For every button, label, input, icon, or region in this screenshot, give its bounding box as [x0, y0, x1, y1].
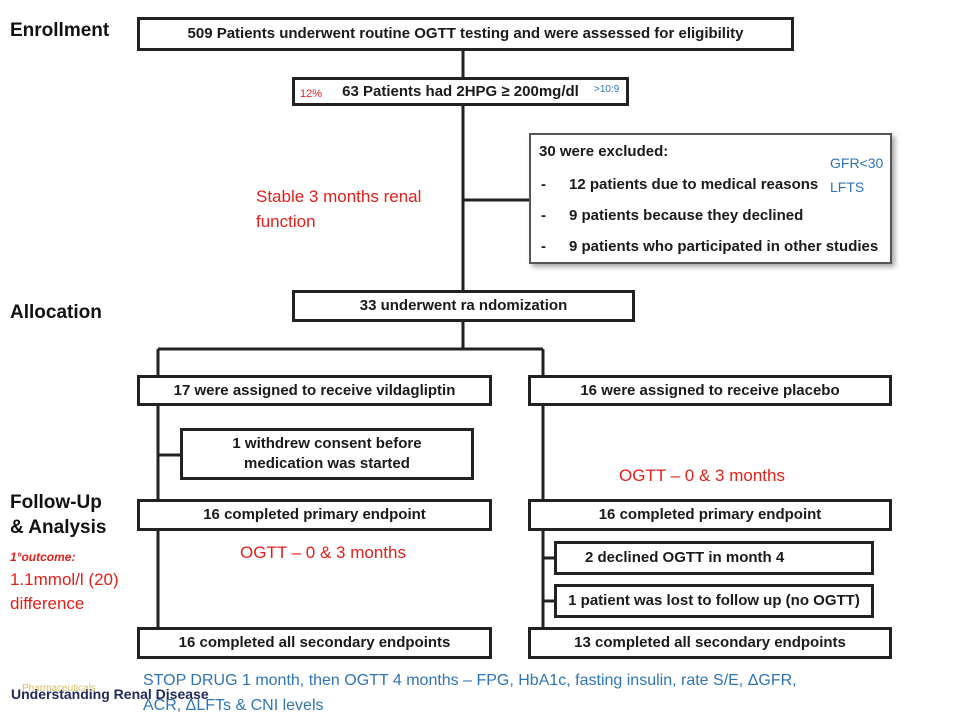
section-followup-line1: Follow-Up — [10, 492, 102, 513]
box-placebo-secondary-text: 13 completed all secondary endpoints — [574, 634, 846, 651]
exclusion-header: 30 were excluded: — [539, 143, 669, 160]
box-declined: 2 declined OGTT in month 4 — [554, 541, 874, 575]
box-vilda-secondary-text: 16 completed all secondary endpoints — [178, 634, 451, 651]
box-screened-text: 509 Patients underwent routine OGTT test… — [187, 25, 744, 42]
gfr-annotation: GFR<30 — [830, 155, 884, 171]
exclusion-box: 30 were excluded: -12 patients due to me… — [529, 133, 892, 264]
footer-note-line2: ACR, ΔLFTs & CNI levels — [143, 697, 324, 714]
exclusion-item-text: 9 patients who participated in other stu… — [569, 238, 879, 255]
box-vilda-assigned-text: 17 were assigned to receive vildagliptin — [173, 381, 456, 399]
box-vilda-primary: 16 completed primary endpoint — [137, 499, 492, 531]
exclusion-item: -12 patients due to medical reasons — [541, 176, 819, 193]
exclusion-item-text: 9 patients because they declined — [569, 207, 804, 224]
logo: Understanding Renal Disease — [11, 686, 209, 702]
box-declined-text: 2 declined OGTT in month 4 — [585, 549, 785, 566]
section-allocation: Allocation — [10, 302, 102, 323]
pct-annotation: 12% — [300, 88, 323, 100]
primary-outcome-value: 1.1mmol/l (20) — [10, 570, 119, 589]
box-hpg: 63 Patients had 2HPG ≥ 200mg/dl — [292, 77, 629, 106]
primary-outcome-label: 1°outcome: — [10, 550, 76, 564]
box-lost: 1 patient was lost to follow up (no OGTT… — [554, 584, 874, 618]
box-placebo-assigned-text: 16 were assigned to receive placebo — [580, 381, 840, 399]
logo-overlay: Pharmaceuticals — [22, 683, 96, 694]
ratio-annotation: >10:9 — [594, 84, 620, 95]
box-lost-text: 1 patient was lost to follow up (no OGTT… — [568, 592, 860, 609]
box-placebo-assigned: 16 were assigned to receive placebo — [528, 375, 892, 406]
box-hpg-text: 63 Patients had 2HPG ≥ 200mg/dl — [342, 82, 579, 100]
logo-text: Understanding Renal Disease — [11, 686, 209, 702]
exclusion-item: -9 patients who participated in other st… — [541, 238, 879, 255]
exclusion-item-text: 12 patients due to medical reasons — [569, 176, 819, 193]
section-followup-line2: & Analysis — [10, 517, 107, 538]
ogtt-right-note: OGTT – 0 & 3 months — [619, 466, 785, 485]
box-randomized-text: 33 underwent ra ndomization — [359, 297, 568, 314]
stable-renal-note-line2: function — [256, 212, 316, 231]
section-enrollment: Enrollment — [10, 20, 110, 41]
lfts-annotation: LFTS — [830, 179, 865, 195]
box-withdrew: 1 withdrew consent before medication was… — [180, 428, 474, 480]
box-vilda-secondary: 16 completed all secondary endpoints — [137, 627, 492, 659]
box-screened: 509 Patients underwent routine OGTT test… — [137, 17, 794, 51]
box-withdrew-text: 1 withdrew consent before medication was… — [232, 435, 422, 472]
footer-note-line1: STOP DRUG 1 month, then OGTT 4 months – … — [143, 672, 797, 689]
ogtt-left-note: OGTT – 0 & 3 months — [240, 543, 406, 562]
box-randomized: 33 underwent ra ndomization — [292, 290, 635, 322]
box-vilda-assigned: 17 were assigned to receive vildagliptin — [137, 375, 492, 406]
exclusion-item: -9 patients because they declined — [541, 207, 804, 224]
stable-renal-note-line1: Stable 3 months renal — [256, 187, 422, 206]
primary-outcome-difference: difference — [10, 594, 85, 613]
box-placebo-primary: 16 completed primary endpoint — [528, 499, 892, 531]
box-vilda-primary-text: 16 completed primary endpoint — [203, 506, 426, 523]
box-placebo-primary-text: 16 completed primary endpoint — [598, 506, 822, 523]
box-placebo-secondary: 13 completed all secondary endpoints — [528, 627, 892, 659]
